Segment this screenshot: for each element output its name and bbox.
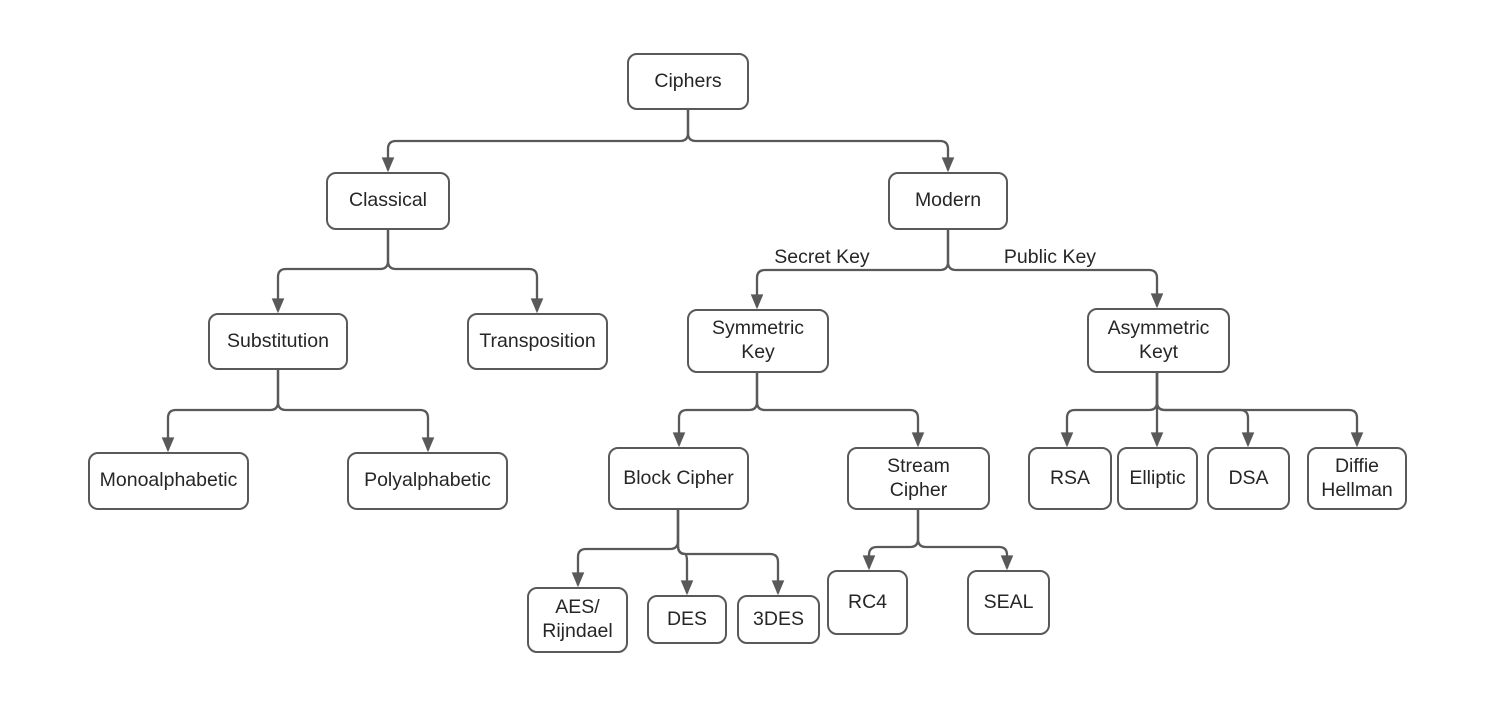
node-diffie-hellman: Diffie Hellman — [1307, 447, 1407, 510]
node-asymmetric-keyt-label: Asymmetric Keyt — [1107, 316, 1210, 363]
node-rsa-label: RSA — [1049, 466, 1091, 489]
edge-asymmetric-diffie-hellman — [1155, 373, 1364, 448]
node-aes-rijndael-label: AES/ Rijndael — [542, 596, 613, 642]
node-dsa: DSA — [1207, 447, 1290, 510]
node-stream-cipher: Stream Cipher — [847, 447, 990, 510]
node-transposition: Transposition — [467, 313, 608, 370]
node-diffie-hellman-label: Diffie Hellman — [1321, 454, 1393, 501]
node-elliptic: Elliptic — [1117, 447, 1198, 510]
node-polyalphabetic: Polyalphabetic — [347, 452, 508, 510]
node-seal-label: SEAL — [983, 590, 1034, 613]
node-3des-label: 3DES — [753, 607, 804, 630]
node-aes-rijndael: AES/ Rijndael — [527, 587, 628, 653]
node-symmetric-key: Symmetric Key — [687, 309, 829, 373]
node-modern: Modern — [888, 172, 1008, 230]
edge-symmetric-block-cipher — [672, 373, 759, 448]
node-classical-label: Classical — [348, 189, 428, 212]
node-substitution: Substitution — [208, 313, 348, 370]
node-modern-label: Modern — [914, 189, 982, 212]
edge-modern-asymmetric-keyt — [946, 230, 1164, 309]
node-monoalphabetic: Monoalphabetic — [88, 452, 249, 510]
edge-symmetric-stream-cipher — [755, 373, 925, 448]
edge-ciphers-classical — [381, 110, 690, 173]
edge-stream-seal — [916, 510, 1014, 571]
node-block-cipher-label: Block Cipher — [623, 466, 734, 489]
edge-stream-rc4 — [862, 510, 920, 571]
node-seal: SEAL — [967, 570, 1050, 635]
node-transposition-label: Transposition — [479, 329, 596, 352]
node-rc4-label: RC4 — [847, 590, 887, 613]
edge-substitution-polyalphabetic — [276, 370, 435, 453]
node-ciphers: Ciphers — [627, 53, 749, 110]
edge-ciphers-modern — [686, 110, 955, 173]
node-elliptic-label: Elliptic — [1129, 466, 1186, 489]
node-ciphers-label: Ciphers — [654, 69, 722, 92]
edge-classical-substitution — [271, 230, 390, 314]
node-substitution-label: Substitution — [227, 329, 329, 352]
node-dsa-label: DSA — [1228, 466, 1269, 489]
edge-label-public-key: Public Key — [1003, 246, 1097, 268]
edge-substitution-monoalphabetic — [161, 370, 280, 453]
node-des: DES — [647, 595, 727, 644]
edge-block-aes-rijndael — [571, 510, 680, 588]
node-stream-cipher-label: Stream Cipher — [887, 454, 950, 501]
node-rc4: RC4 — [827, 570, 908, 635]
node-des-label: DES — [666, 607, 708, 630]
node-monoalphabetic-label: Monoalphabetic — [99, 469, 238, 492]
node-polyalphabetic-label: Polyalphabetic — [364, 469, 491, 492]
node-symmetric-key-label: Symmetric Key — [711, 317, 805, 363]
edge-classical-transposition — [386, 230, 544, 314]
node-block-cipher: Block Cipher — [608, 447, 749, 510]
node-asymmetric-keyt: Asymmetric Keyt — [1087, 308, 1230, 373]
node-rsa: RSA — [1028, 447, 1112, 510]
edge-label-secret-key: Secret Key — [774, 246, 870, 268]
node-3des: 3DES — [737, 595, 820, 644]
node-classical: Classical — [326, 172, 450, 230]
edge-asymmetric-rsa — [1060, 373, 1159, 448]
edge-block-3des — [676, 510, 785, 596]
